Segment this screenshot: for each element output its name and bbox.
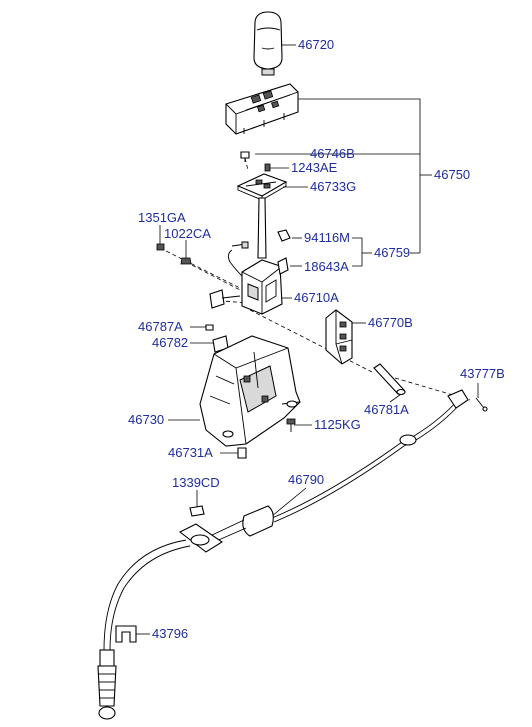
label-46759: 46759: [374, 245, 410, 260]
label-46770b: 46770B: [368, 315, 413, 330]
label-43777b: 43777B: [460, 366, 505, 381]
label-94116m: 94116M: [304, 230, 350, 245]
alignment-lines: [159, 157, 471, 401]
label-46731a: 46731A: [168, 445, 213, 460]
label-1339cd: 1339CD: [172, 475, 220, 490]
label-46787a: 46787A: [138, 319, 183, 334]
indicator-bezel: [225, 83, 299, 135]
screw-1243ae: [264, 163, 271, 172]
label-46790: 46790: [288, 472, 324, 487]
base-housing: [199, 335, 301, 447]
bolt-1351ga: [156, 243, 165, 251]
label-1125kg: 1125KG: [314, 417, 361, 432]
label-1351ga: 1351GA: [138, 210, 186, 225]
label-43796: 43796: [152, 626, 188, 641]
label-46750: 46750: [434, 167, 470, 182]
pin-46781a: [373, 363, 406, 396]
leader-lines: [136, 44, 479, 635]
label-46733g: 46733G: [310, 179, 356, 194]
shift-knob: [253, 11, 283, 76]
part-labels: 46720 46750 46746B 1243AE 46733G 1351GA …: [128, 37, 505, 641]
cable-bracket: [325, 309, 353, 365]
label-46746b: 46746B: [310, 146, 355, 161]
bolt-1125kg: [286, 418, 296, 432]
label-1243ae: 1243AE: [291, 160, 338, 175]
shift-lever-assembly: [209, 197, 291, 315]
label-46730: 46730: [128, 412, 164, 427]
label-46781a: 46781A: [364, 402, 409, 417]
clip-1339cd: [189, 505, 205, 517]
clip-46787a: [205, 324, 214, 331]
clip-46731a: [237, 447, 247, 459]
label-1022ca: 1022CA: [164, 226, 211, 241]
clip-46746b: [240, 151, 250, 162]
nut-1022ca: [180, 257, 192, 265]
label-46710a: 46710A: [294, 290, 339, 305]
shift-cable: [97, 389, 469, 720]
pin-43777b: [475, 397, 488, 412]
label-46782: 46782: [152, 335, 188, 350]
label-46720: 46720: [298, 37, 334, 52]
detent-plate: [236, 173, 288, 201]
label-18643a: 18643A: [304, 259, 349, 274]
clip-43796: [115, 625, 137, 643]
